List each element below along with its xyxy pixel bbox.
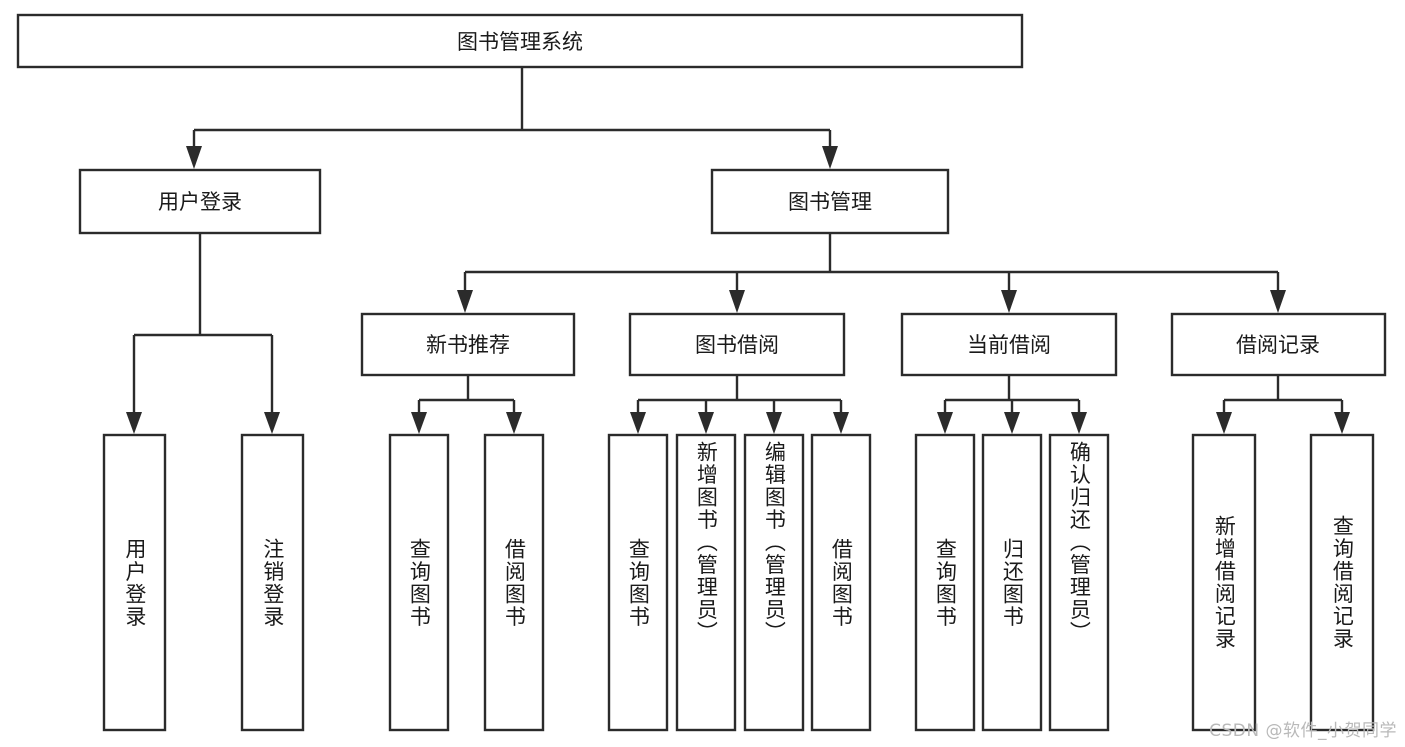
node-current-borrow-label: 当前借阅	[967, 333, 1051, 357]
leaf-rect-borrow-books-bb[interactable]	[810, 433, 872, 732]
node-book-management-label: 图书管理	[788, 190, 872, 214]
node-borrow-records[interactable]: 借阅记录	[1170, 312, 1387, 377]
arrowhead-current-leaf2	[1004, 412, 1020, 434]
csdn-watermark: CSDN @软件_小贺同学	[1209, 721, 1397, 741]
node-new-book-recommend-label: 新书推荐	[426, 333, 510, 357]
connector-group-root	[186, 67, 838, 169]
arrowhead-root-to-book-mgmt	[822, 146, 838, 169]
arrowhead-borrow-leaf1	[630, 412, 646, 434]
connector-group-new-books	[411, 375, 522, 434]
node-root-rect	[16, 13, 1024, 69]
node-user-login-label: 用户登录	[158, 190, 242, 214]
arrowhead-to-current	[1001, 290, 1017, 313]
node-book-management-rect	[710, 168, 950, 235]
node-root[interactable]: 图书管理系统	[16, 13, 1024, 69]
leaf-rect-query-borrow-record[interactable]	[1309, 433, 1375, 732]
arrowhead-borrow-leaf3	[766, 412, 782, 434]
leaf-rect-query-books-bb[interactable]	[607, 433, 669, 732]
node-new-book-recommend-rect	[360, 312, 576, 377]
leaf-rect-confirm-return-admin[interactable]	[1048, 433, 1110, 732]
node-book-management[interactable]: 图书管理	[710, 168, 950, 235]
arrowhead-current-leaf3	[1071, 412, 1087, 434]
leaf-rect-logout[interactable]	[240, 433, 305, 732]
arrowhead-to-records	[1270, 290, 1286, 313]
node-book-borrow[interactable]: 图书借阅	[628, 312, 846, 377]
leaf-rect-user-login[interactable]	[102, 433, 167, 732]
arrowhead-newbooks-leaf2	[506, 412, 522, 434]
connector-group-current	[937, 375, 1087, 434]
connector-group-borrow	[630, 375, 849, 434]
arrowhead-userlogin-leaf1	[126, 412, 142, 434]
arrowhead-root-to-user-login	[186, 146, 202, 169]
arrowhead-current-leaf1	[937, 412, 953, 434]
connector-group-book-mgmt	[457, 233, 1286, 313]
leaf-rect-add-book-admin[interactable]	[675, 433, 737, 732]
node-root-label: 图书管理系统	[457, 30, 583, 54]
connector-group-user-login	[126, 233, 280, 434]
node-user-login[interactable]: 用户登录	[78, 168, 322, 235]
node-borrow-records-rect	[1170, 312, 1387, 377]
leaf-rect-add-borrow-record[interactable]	[1191, 433, 1257, 732]
arrowhead-to-new-books	[457, 290, 473, 313]
leaf-rect-borrow-books-nb[interactable]	[483, 433, 545, 732]
arrowhead-records-leaf2	[1334, 412, 1350, 434]
arrowhead-borrow-leaf2	[698, 412, 714, 434]
node-current-borrow[interactable]: 当前借阅	[900, 312, 1118, 377]
arrowhead-to-borrow	[729, 290, 745, 313]
node-current-borrow-rect	[900, 312, 1118, 377]
node-borrow-records-label: 借阅记录	[1236, 333, 1320, 357]
arrowhead-newbooks-leaf1	[411, 412, 427, 434]
arrowhead-userlogin-leaf2	[264, 412, 280, 434]
leaf-rect-return-books[interactable]	[981, 433, 1043, 732]
arrowhead-records-leaf1	[1216, 412, 1232, 434]
leaf-rect-query-books-cb[interactable]	[914, 433, 976, 732]
node-book-borrow-rect	[628, 312, 846, 377]
node-book-borrow-label: 图书借阅	[695, 333, 779, 357]
leaf-rect-edit-book-admin[interactable]	[743, 433, 805, 732]
leaf-rect-query-books-nb[interactable]	[388, 433, 450, 732]
arrowhead-borrow-leaf4	[833, 412, 849, 434]
connector-group-records	[1216, 375, 1350, 434]
node-user-login-rect	[78, 168, 322, 235]
node-new-book-recommend[interactable]: 新书推荐	[360, 312, 576, 377]
